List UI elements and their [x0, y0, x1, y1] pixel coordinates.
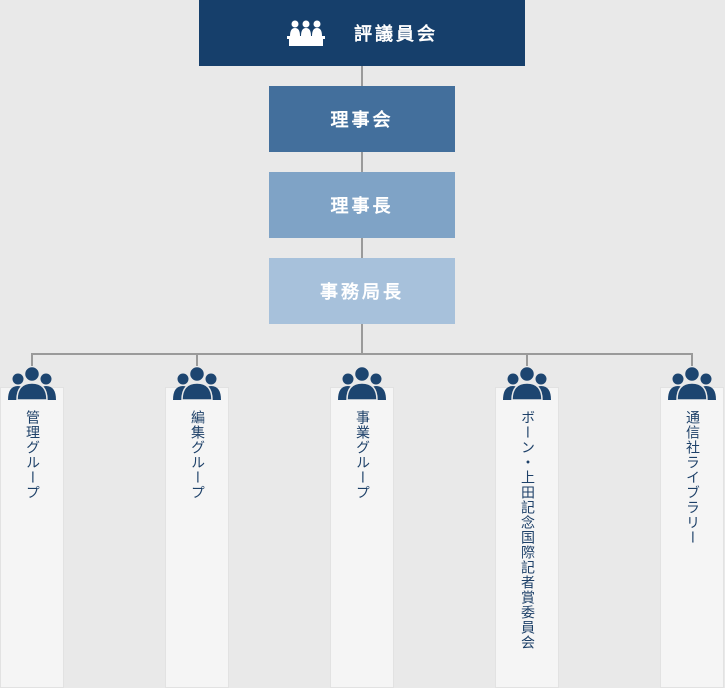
group-box: 管理グループ — [0, 387, 64, 688]
group-label: 編集グループ — [189, 410, 205, 500]
group-label: 管理グループ — [24, 410, 40, 500]
chairman-box: 理事長 — [269, 172, 455, 238]
people-icon — [8, 365, 56, 401]
group-label: 通信社ライブラリー — [684, 410, 700, 545]
connector-drop — [691, 353, 693, 373]
connector-drop — [31, 353, 33, 373]
secretary-general-label: 事務局長 — [320, 282, 404, 303]
people-icon — [338, 365, 386, 401]
people-icon — [503, 365, 551, 401]
group-label: ボーン・上田記念国際記者賞委員会 — [519, 410, 535, 650]
group-box: ボーン・上田記念国際記者賞委員会 — [495, 387, 559, 688]
connector-drop — [196, 353, 198, 373]
group-box: 事業グループ — [330, 387, 394, 688]
group-box: 通信社ライブラリー — [660, 387, 724, 688]
people-icon — [668, 365, 716, 401]
people-icon — [173, 365, 221, 401]
secretary-general-box: 事務局長 — [269, 258, 455, 324]
connector-drop — [526, 353, 528, 373]
board-box: 理事会 — [269, 86, 455, 152]
group-label: 事業グループ — [354, 410, 370, 500]
council-box: 評議員会 — [199, 0, 525, 66]
council-icon — [287, 20, 325, 46]
connector-horizontal — [31, 353, 693, 355]
board-label: 理事会 — [330, 110, 394, 131]
group-box: 編集グループ — [165, 387, 229, 688]
chairman-label: 理事長 — [330, 196, 394, 217]
council-label: 評議員会 — [354, 24, 438, 45]
